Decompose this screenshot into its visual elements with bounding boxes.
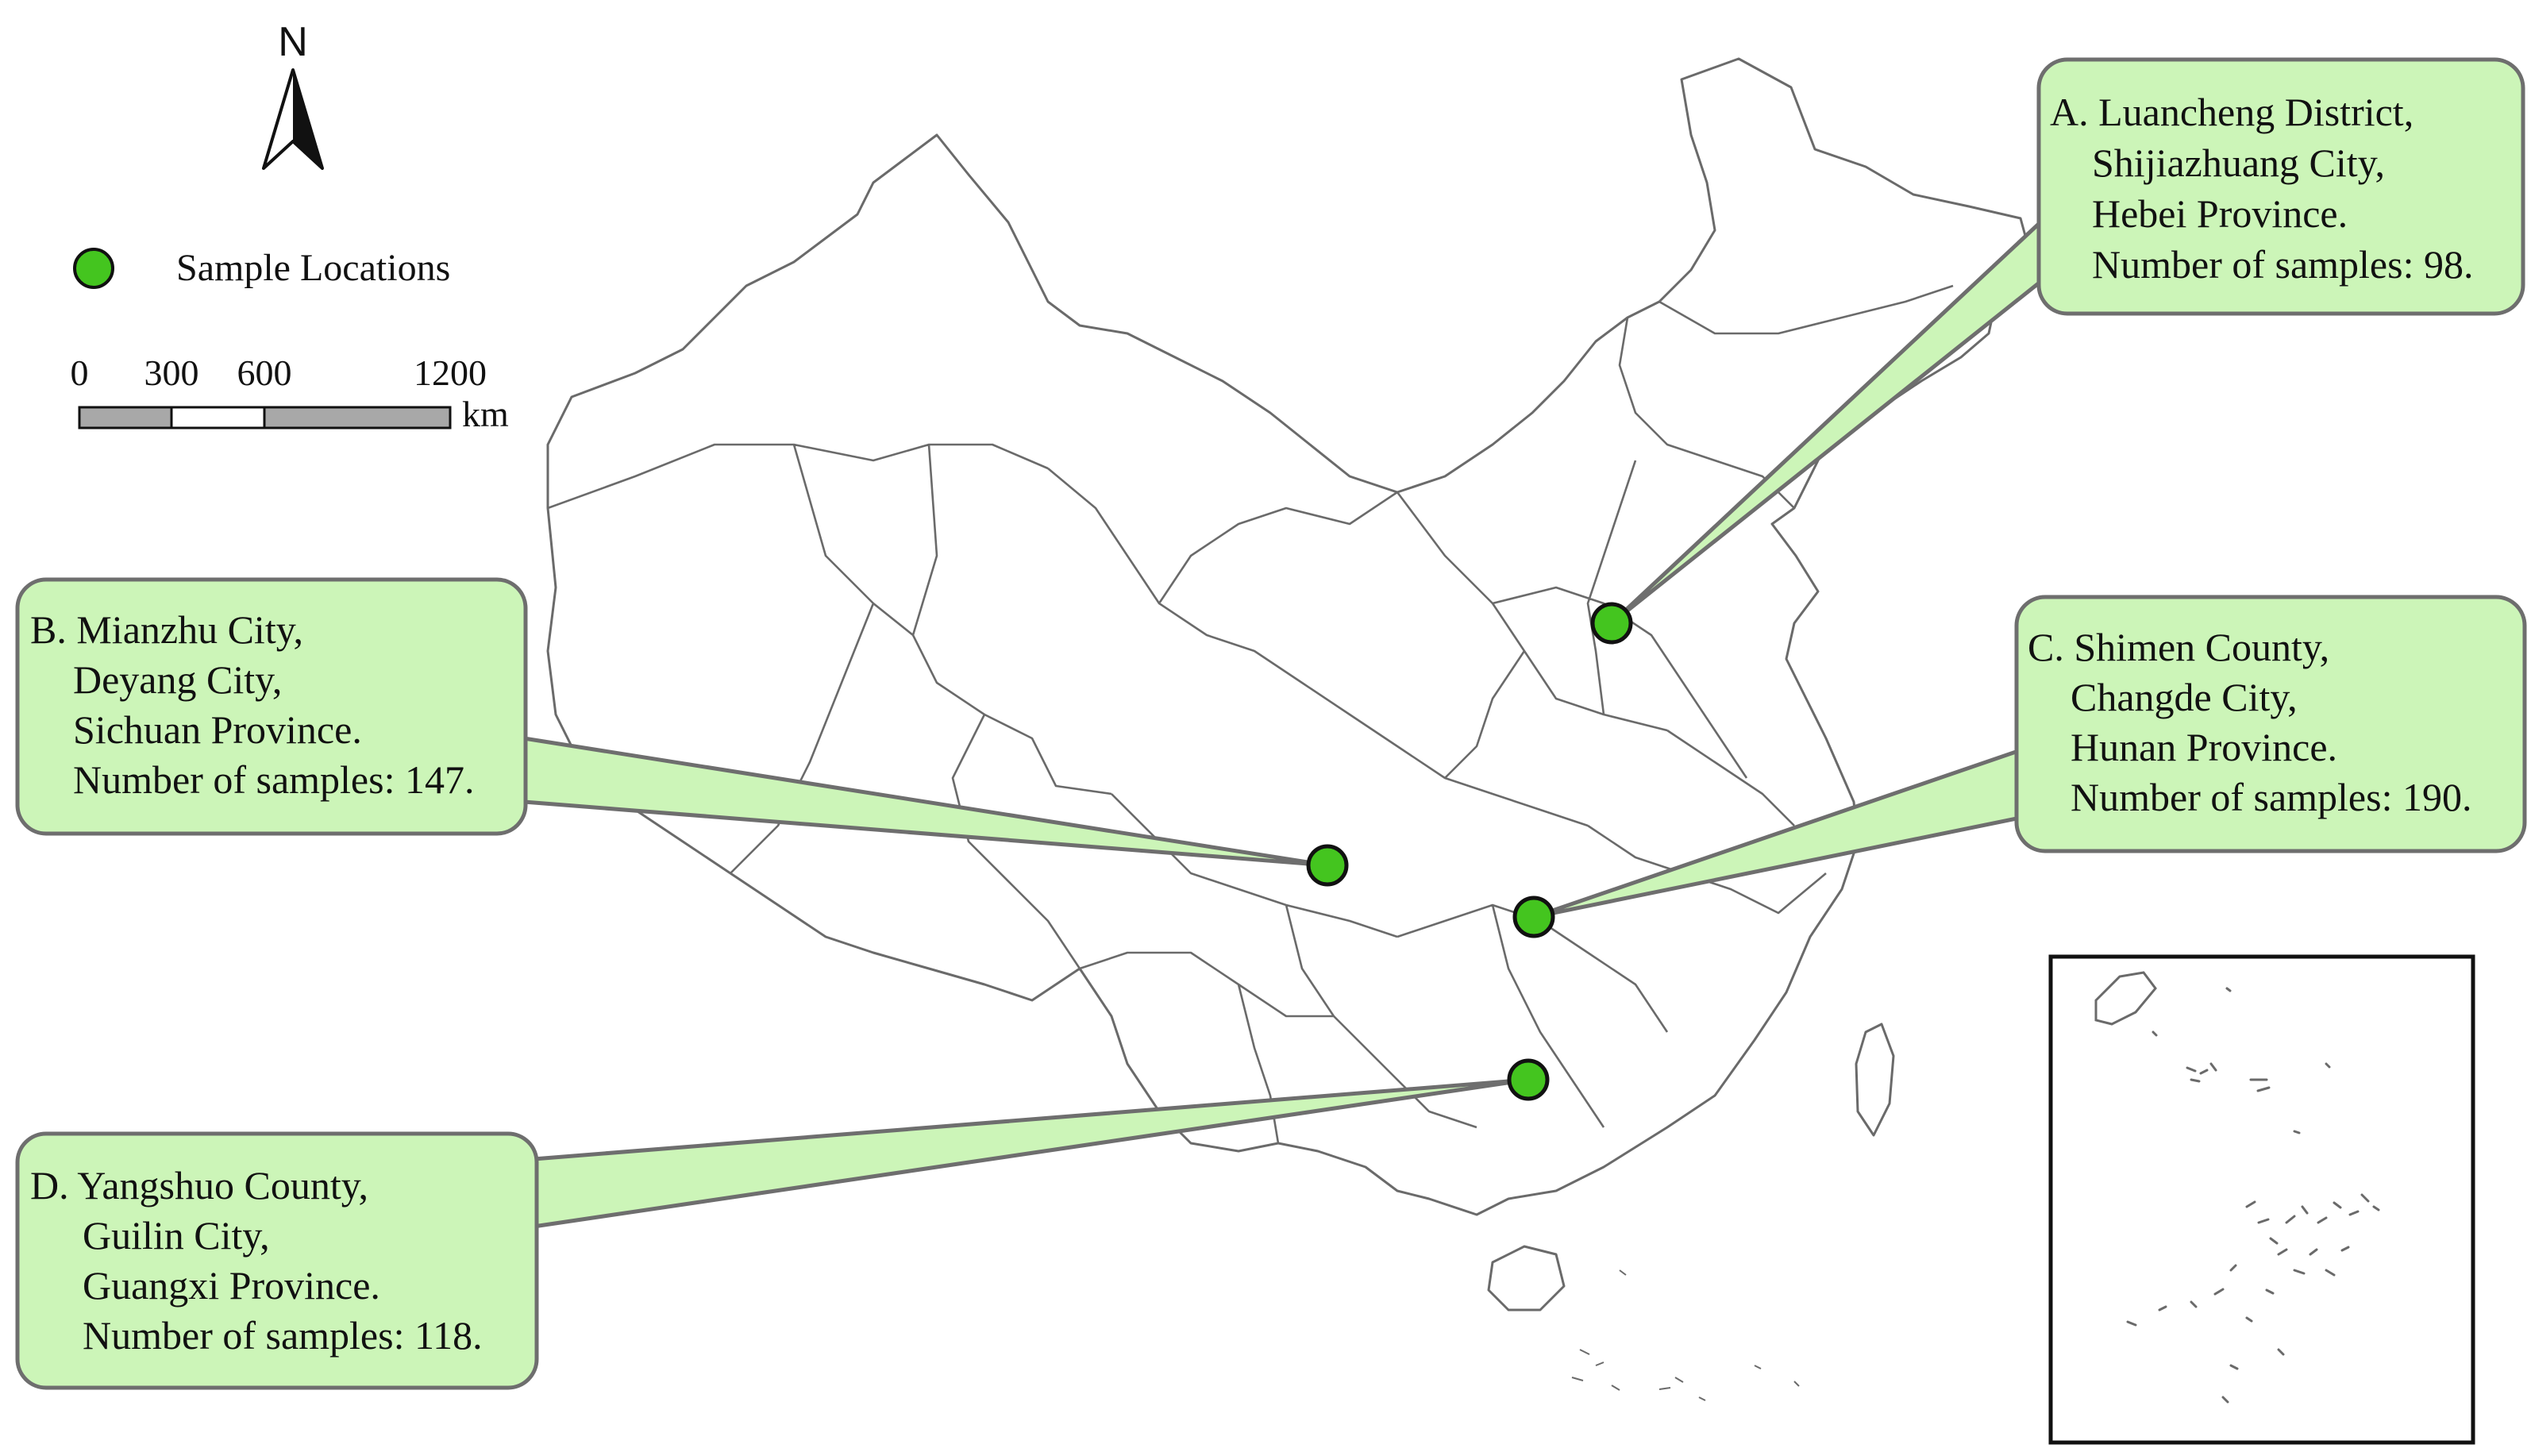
- callout-a-box: [2036, 57, 2525, 316]
- scale-bar: 0 300 600 1200 km: [71, 352, 510, 434]
- wedge-c: [1531, 748, 2023, 919]
- callout-a-line-4: Number of samples: 98.: [2092, 242, 2473, 287]
- scale-segment-2: [170, 406, 266, 429]
- callout-b-text: B. Mianzhu City, Deyang City, Sichuan Pr…: [30, 607, 474, 802]
- callouts: A. Luancheng District, Shijiazhuang City…: [15, 57, 2527, 1390]
- legend-marker-icon: [73, 248, 114, 289]
- legend-label: Sample Locations: [176, 247, 450, 289]
- callout-wedges: [522, 220, 2043, 1229]
- inset-islets: [2126, 987, 2380, 1404]
- scale-segment-1: [78, 406, 173, 429]
- inset-coastline: [2094, 971, 2157, 1026]
- callout-d-box: [15, 1131, 539, 1390]
- callout-d-text: D. Yangshuo County, Guilin City, Guangxi…: [30, 1163, 483, 1358]
- callout-d-line-3: Guangxi Province.: [83, 1263, 380, 1308]
- north-label: N: [278, 19, 308, 65]
- scale-tick-0: 0: [71, 352, 89, 393]
- callout-a-line-3: Hebei Province.: [2092, 191, 2348, 236]
- callout-b-line-3: Sichuan Province.: [73, 707, 362, 752]
- callout-c-line-4: Number of samples: 190.: [2071, 775, 2471, 819]
- north-arrow-fill: [293, 70, 322, 168]
- callout-a-text: A. Luancheng District, Shijiazhuang City…: [2050, 90, 2473, 287]
- province-boundaries: [547, 284, 1954, 1144]
- callout-b-line-2: Deyang City,: [73, 657, 282, 702]
- sample-marker-a[interactable]: [1590, 602, 1633, 645]
- country-map: [546, 57, 2034, 1401]
- callout-d: D. Yangshuo County, Guilin City, Guangxi…: [15, 1131, 539, 1390]
- callout-c: C. Shimen County, Changde City, Hunan Pr…: [2014, 595, 2527, 853]
- legend: Sample Locations: [73, 247, 450, 289]
- callout-b-line-1: B. Mianzhu City,: [30, 607, 303, 652]
- scale-tick-300: 300: [144, 352, 199, 393]
- callout-c-line-2: Changde City,: [2071, 675, 2298, 719]
- callout-d-line-2: Guilin City,: [83, 1213, 270, 1258]
- callout-c-box: [2014, 595, 2527, 853]
- scale-tick-600: 600: [237, 352, 292, 393]
- scale-unit: km: [462, 394, 509, 434]
- north-arrow: N: [262, 19, 324, 170]
- callout-a: A. Luancheng District, Shijiazhuang City…: [2036, 57, 2525, 316]
- callout-b-line-4: Number of samples: 147.: [73, 757, 474, 802]
- callout-b: B. Mianzhu City, Deyang City, Sichuan Pr…: [15, 577, 528, 836]
- sample-marker-b[interactable]: [1306, 844, 1349, 887]
- hainan-island: [1487, 1245, 1566, 1312]
- sample-marker-c[interactable]: [1512, 896, 1555, 938]
- south-china-sea-inset: [2048, 954, 2475, 1445]
- callout-b-box: [15, 577, 528, 836]
- callout-c-text: C. Shimen County, Changde City, Hunan Pr…: [2028, 625, 2471, 819]
- callout-a-line-1: A. Luancheng District,: [2050, 90, 2414, 134]
- inset-frame: [2048, 954, 2475, 1445]
- callout-d-line-4: Number of samples: 118.: [83, 1313, 483, 1358]
- south-sea-islets: [1571, 1269, 1800, 1401]
- taiwan-island: [1855, 1023, 1895, 1137]
- sample-markers: [1306, 602, 1633, 1101]
- scale-tick-1200: 1200: [414, 352, 487, 393]
- wedge-d: [531, 1077, 1531, 1229]
- callout-c-line-3: Hunan Province.: [2071, 725, 2337, 769]
- scale-segment-3: [263, 406, 452, 429]
- wedge-b: [522, 736, 1330, 868]
- callout-d-line-1: D. Yangshuo County,: [30, 1163, 368, 1208]
- sample-marker-d[interactable]: [1507, 1058, 1550, 1101]
- callout-c-line-1: C. Shimen County,: [2028, 625, 2329, 669]
- wedge-a: [1609, 220, 2043, 626]
- china-outline: [546, 57, 2034, 1216]
- callout-a-line-2: Shijiazhuang City,: [2092, 141, 2385, 185]
